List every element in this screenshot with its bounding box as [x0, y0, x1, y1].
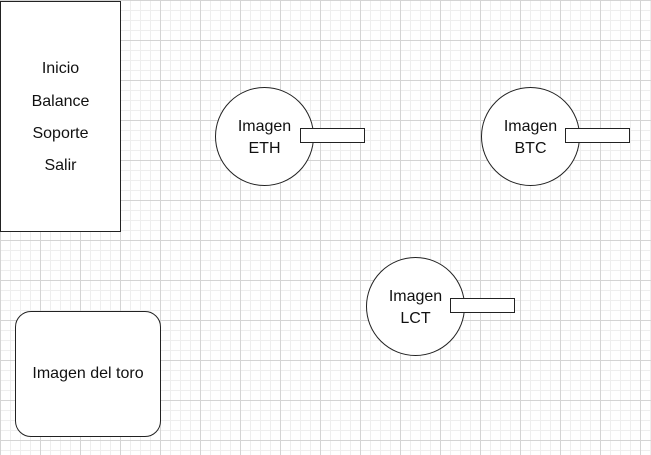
- lct-image-label-line1: Imagen: [388, 288, 443, 305]
- lct-amount-input[interactable]: [450, 298, 515, 313]
- btc-amount-input[interactable]: [565, 128, 630, 143]
- menu-item-salir[interactable]: Salir: [44, 157, 77, 174]
- lct-image-placeholder: Imagen LCT: [366, 257, 465, 356]
- btc-image-label-line2: BTC: [514, 140, 547, 157]
- menu-item-soporte[interactable]: Soporte: [32, 125, 89, 142]
- bull-image-placeholder: Imagen del toro: [15, 311, 161, 437]
- eth-image-label-line1: Imagen: [237, 118, 292, 135]
- eth-image-label-line2: ETH: [248, 140, 281, 157]
- btc-image-label-line1: Imagen: [503, 118, 558, 135]
- menu-item-balance[interactable]: Balance: [31, 93, 90, 110]
- menu-item-inicio[interactable]: Inicio: [41, 60, 80, 77]
- bull-image-label: Imagen del toro: [32, 365, 144, 382]
- side-menu: Inicio Balance Soporte Salir: [0, 1, 121, 232]
- eth-image-placeholder: Imagen ETH: [215, 87, 314, 186]
- lct-image-label-line2: LCT: [400, 310, 431, 327]
- eth-amount-input[interactable]: [300, 128, 365, 143]
